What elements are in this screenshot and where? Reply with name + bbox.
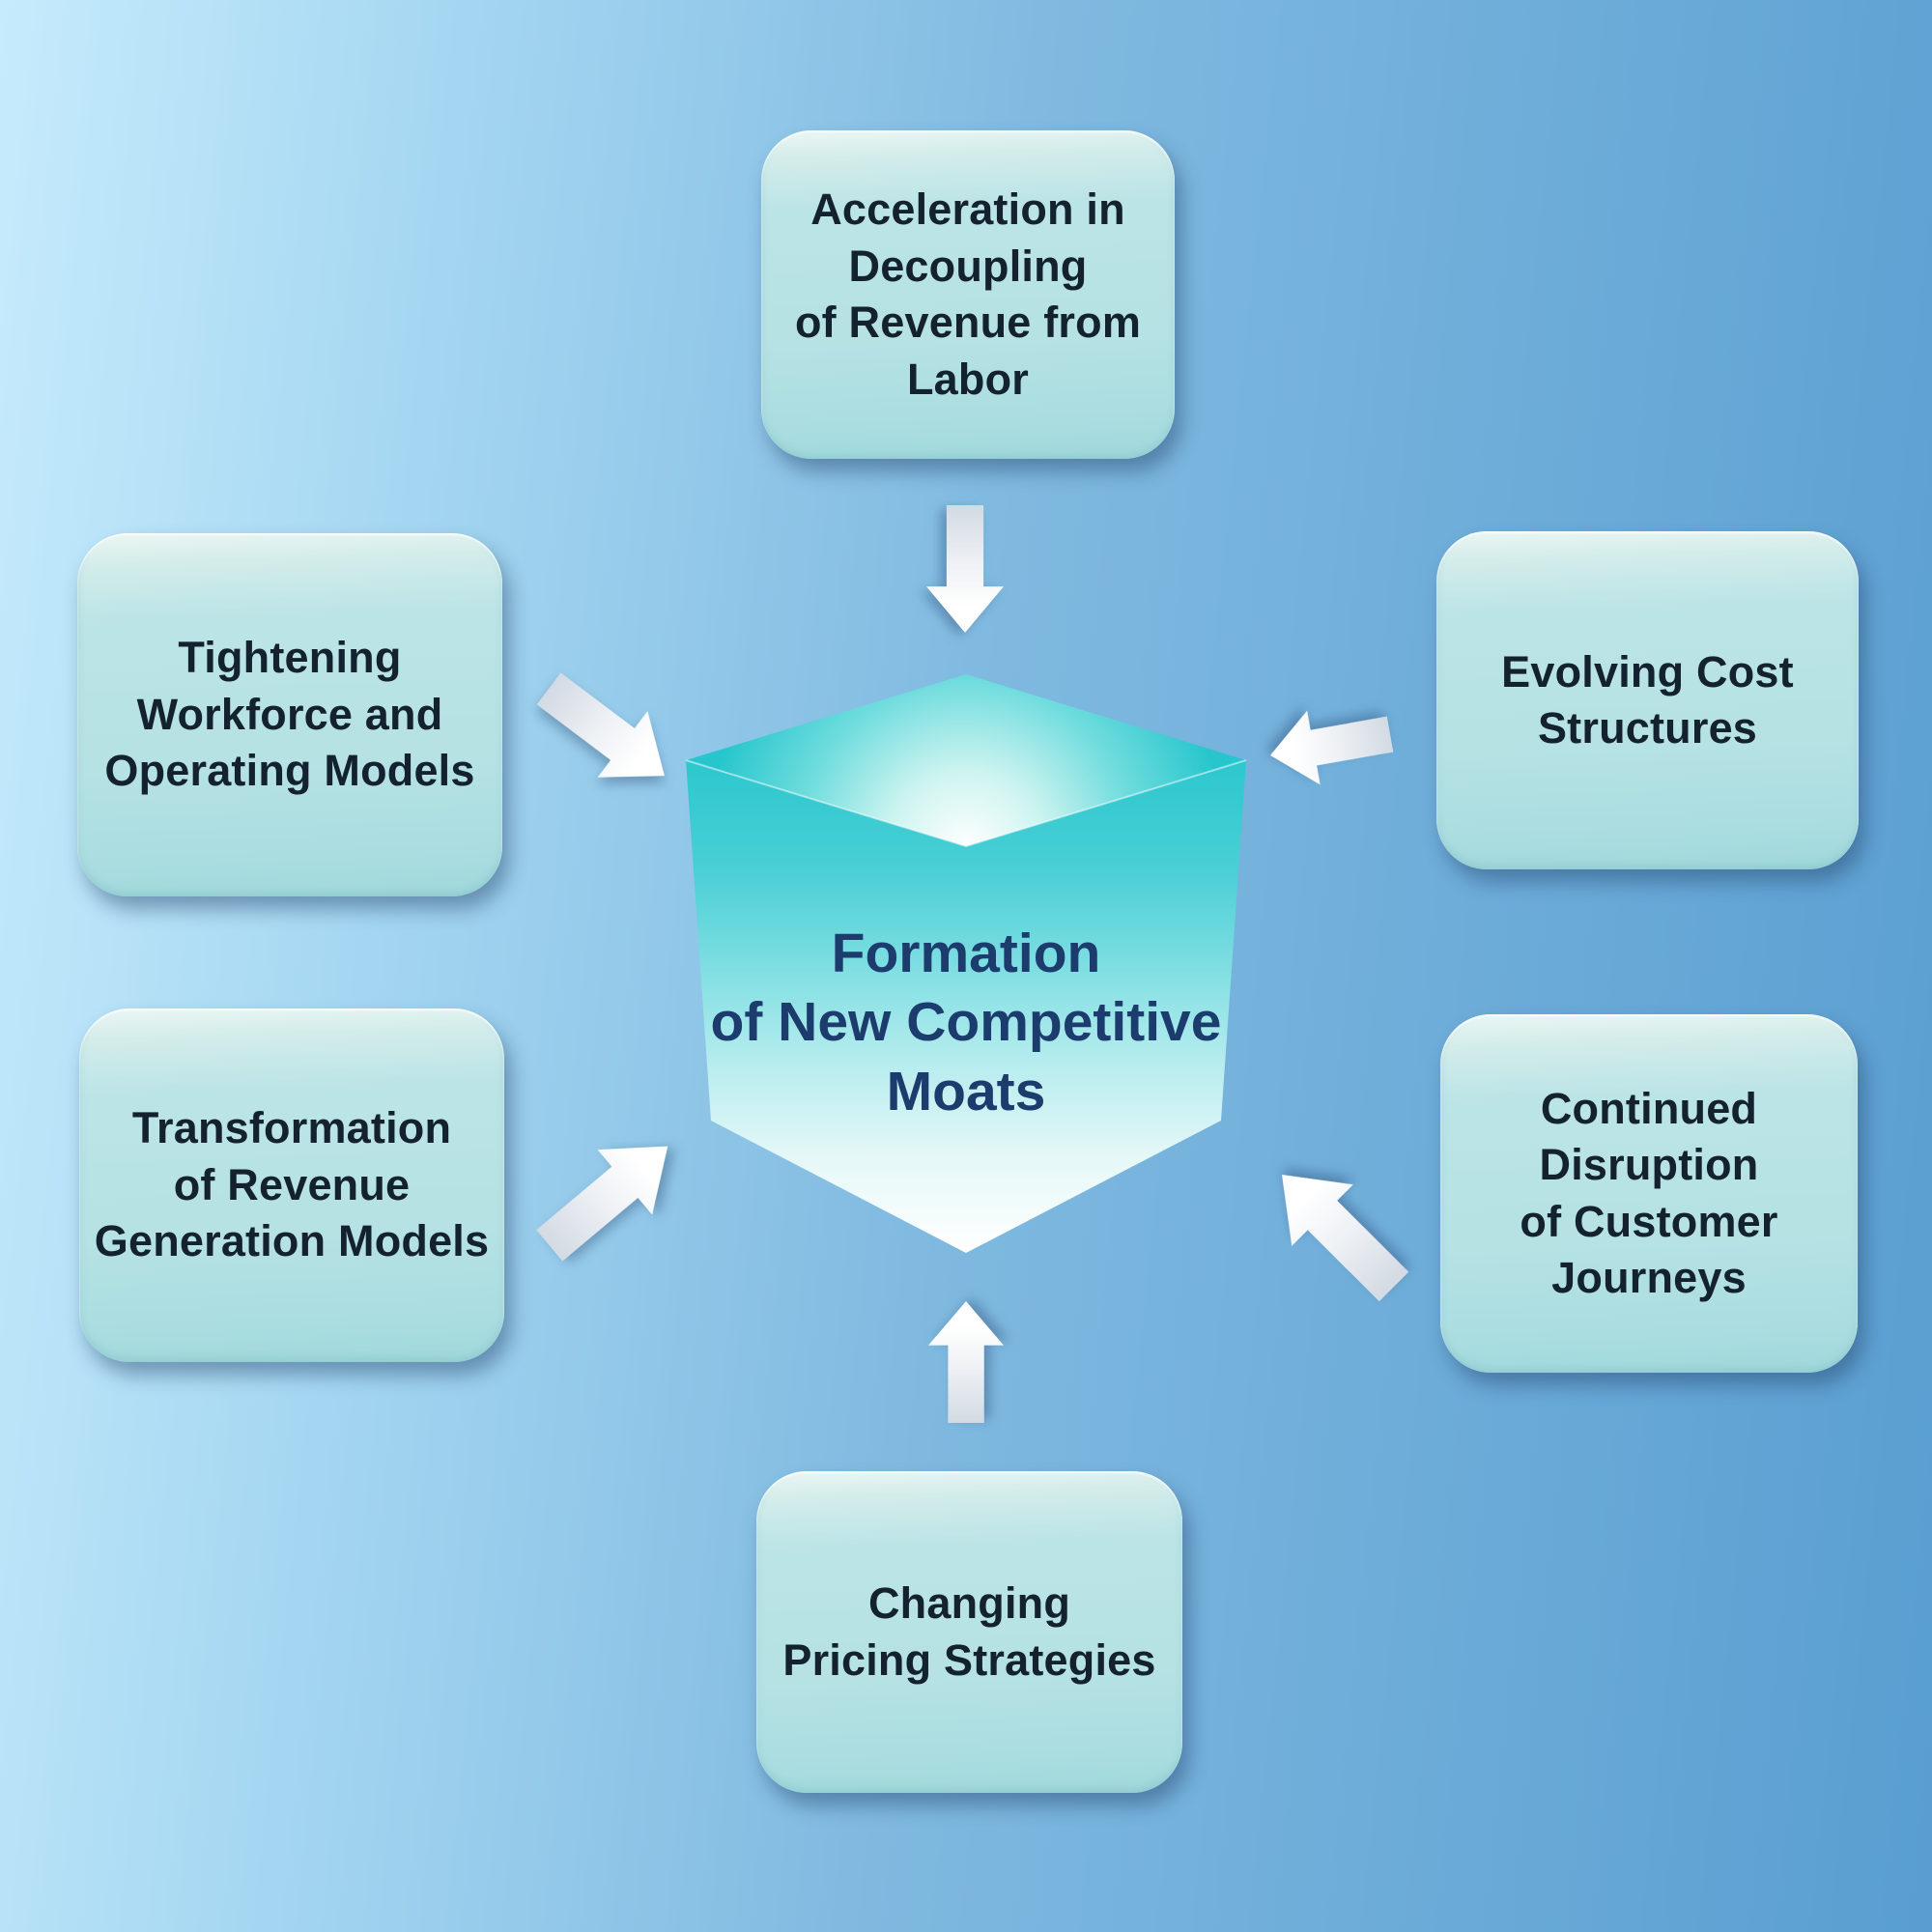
factor-label: Changing Pricing Strategies	[782, 1578, 1156, 1685]
cube-label: Formation of New Competitive Moats	[710, 923, 1222, 1122]
arrow-down-icon	[926, 505, 1004, 633]
factor-label: Tightening Workforce and Operating Model…	[104, 633, 475, 796]
cube-front-faces	[686, 760, 1246, 1253]
factor-label: Continued Disruption of Customer Journey…	[1520, 1083, 1778, 1303]
factor-box-lower-left: Transformation of Revenue Generation Mod…	[79, 1009, 504, 1362]
factor-box-lower-right: Continued Disruption of Customer Journey…	[1440, 1014, 1858, 1373]
factor-box-top: Acceleration in Decoupling of Revenue fr…	[761, 130, 1175, 459]
factor-label: Evolving Cost Structures	[1501, 646, 1794, 753]
factor-box-upper-right: Evolving Cost Structures	[1436, 531, 1859, 869]
factor-box-upper-left: Tightening Workforce and Operating Model…	[77, 533, 502, 896]
factor-label: Acceleration in Decoupling of Revenue fr…	[794, 185, 1142, 404]
factor-box-bottom: Changing Pricing Strategies	[756, 1471, 1182, 1793]
arrow-up-icon	[928, 1301, 1004, 1423]
cube-edge	[685, 759, 1247, 848]
factor-label: Transformation of Revenue Generation Mod…	[94, 1103, 490, 1266]
